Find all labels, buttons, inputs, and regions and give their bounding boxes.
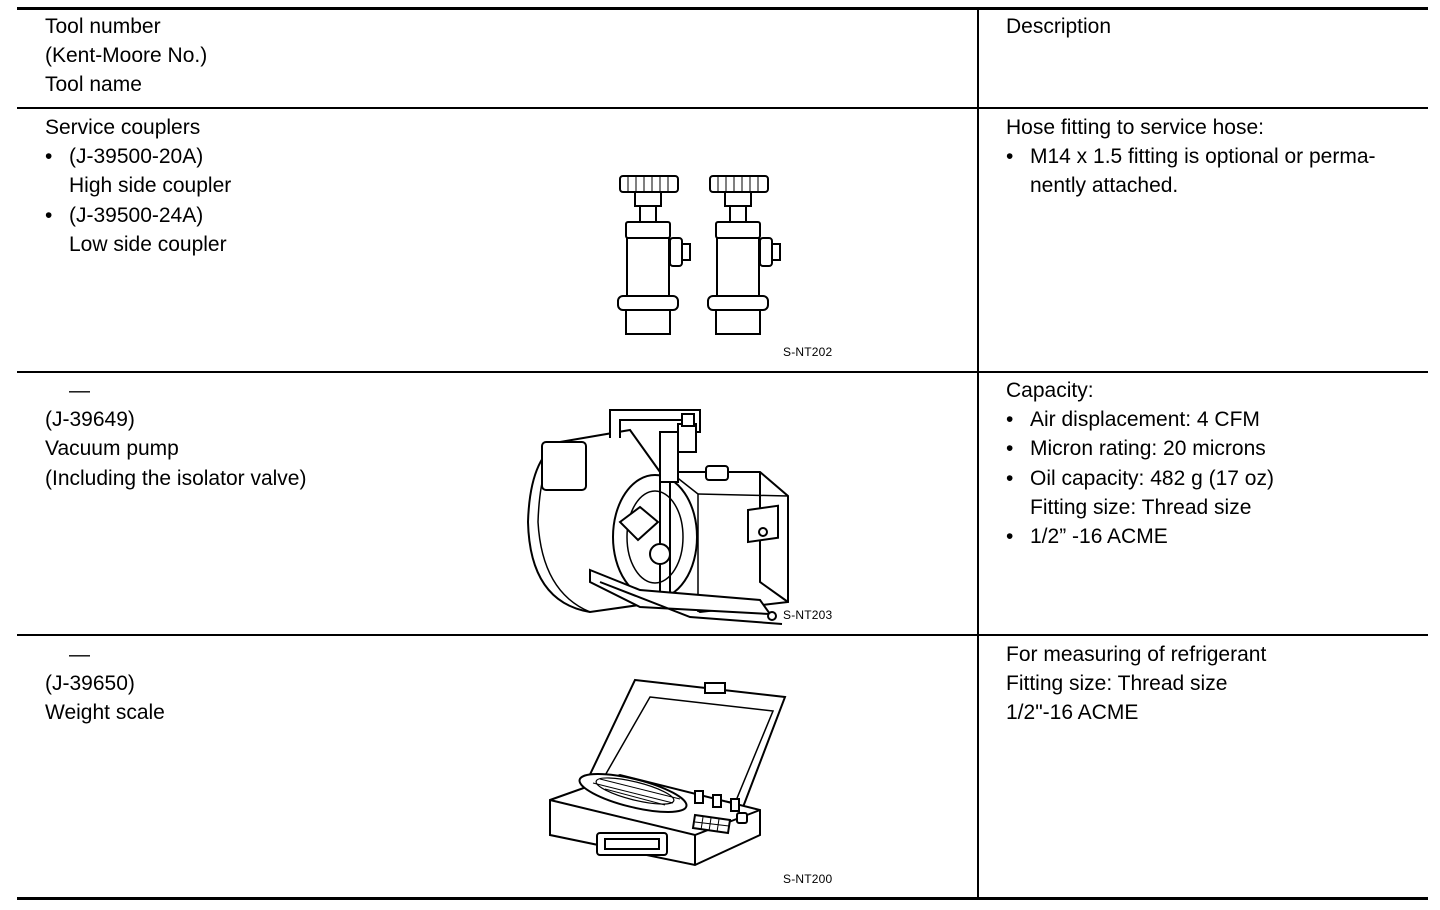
description-text-cont: Fitting size: Thread size	[1030, 495, 1252, 519]
row3-code: (J-39650)	[45, 672, 135, 696]
row2-code: (J-39649)	[45, 408, 135, 432]
description-line-3: 1/2"-16 ACME	[1006, 701, 1139, 725]
row3-description: For measuring of refrigerant Fitting siz…	[1006, 640, 1266, 728]
tool-code: (J-39500-24A)	[69, 203, 204, 227]
row2-description: Capacity: • Air displacement: 4 CFM • Micr…	[1006, 376, 1274, 551]
row-divider-2	[17, 634, 1428, 636]
tool-code: (J-39500-20A)	[69, 145, 204, 169]
header-tool-name: Tool name	[45, 73, 142, 97]
row1-item-2: • (J-39500-24A)	[45, 201, 231, 230]
row2-note: (Including the isolator valve)	[45, 466, 307, 490]
description-text: Oil capacity: 482 g (17 oz)	[1030, 466, 1274, 490]
description-line-2: Fitting size: Thread size	[1006, 672, 1228, 696]
description-text: Micron rating: 20 microns	[1030, 437, 1266, 461]
header-tool-number: Tool number	[45, 15, 161, 38]
row2-name: Vacuum pump	[45, 437, 179, 461]
description-line-1: For measuring of refrigerant	[1006, 643, 1267, 666]
bullet: •	[1006, 408, 1014, 432]
row1-tool-cell: Service couplers • (J-39500-20A) High sid…	[45, 113, 231, 259]
row1-item-1: • (J-39500-20A)	[45, 142, 231, 171]
row3-dash: —	[69, 643, 90, 666]
bullet: •	[45, 145, 53, 169]
figure-code: S-NT200	[783, 872, 833, 886]
description-bullet: • 1/2” -16 ACME	[1006, 522, 1274, 551]
figure-code: S-NT203	[783, 608, 833, 622]
table-bottom-rule	[17, 897, 1428, 900]
description-text: 1/2” -16 ACME	[1030, 524, 1168, 548]
description-bullet: • Micron rating: 20 microns	[1006, 434, 1274, 463]
bullet: •	[1006, 437, 1014, 461]
row-divider-1	[17, 371, 1428, 373]
figure-code: S-NT202	[783, 345, 833, 359]
description-text: M14 x 1.5 fitting is optional or perma-	[1030, 145, 1376, 169]
header-description: Description	[1006, 15, 1112, 38]
row2-dash: —	[69, 379, 90, 402]
row3-tool-cell: — (J-39650) Weight scale	[45, 640, 165, 728]
table-top-rule	[17, 7, 1428, 10]
row3-name: Weight scale	[45, 701, 165, 725]
service-couplers-illustration	[617, 175, 781, 335]
bullet: •	[1006, 524, 1014, 548]
row1-item-2-name: Low side coupler	[69, 232, 227, 256]
row1-title: Service couplers	[45, 116, 201, 139]
description-title: Capacity:	[1006, 379, 1094, 402]
description-bullet: • Oil capacity: 482 g (17 oz)	[1006, 464, 1274, 493]
row2-tool-cell: — (J-39649) Vacuum pump (Including the i…	[45, 376, 306, 493]
header-kent-moore: (Kent-Moore No.)	[45, 44, 208, 68]
description-bullet: • Air displacement: 4 CFM	[1006, 405, 1274, 434]
description-text-cont: nently attached.	[1030, 174, 1179, 198]
vacuum-pump-illustration	[526, 409, 789, 625]
row1-description: Hose fitting to service hose: • M14 x 1.5…	[1006, 113, 1376, 201]
header-tool-column: Tool number (Kent-Moore No.) Tool name	[45, 12, 207, 100]
bullet: •	[1006, 145, 1014, 169]
weight-scale-illustration	[549, 678, 787, 867]
description-title: Hose fitting to service hose:	[1006, 116, 1264, 139]
bullet: •	[45, 203, 53, 227]
bullet: •	[1006, 466, 1014, 490]
description-bullet: • M14 x 1.5 fitting is optional or perma-	[1006, 142, 1376, 171]
row1-item-1-name: High side coupler	[69, 174, 232, 198]
column-divider	[977, 8, 979, 899]
header-divider	[17, 107, 1428, 109]
description-text: Air displacement: 4 CFM	[1030, 408, 1260, 432]
